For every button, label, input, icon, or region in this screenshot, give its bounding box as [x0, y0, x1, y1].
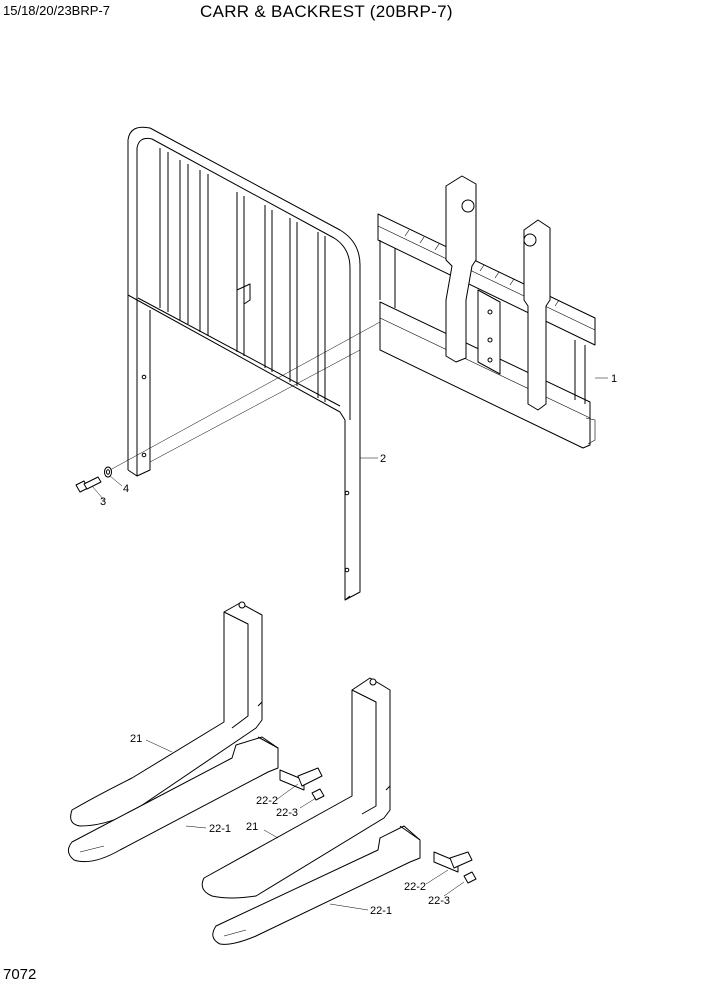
callout-1: 1	[611, 373, 617, 385]
model-code: 15/18/20/23BRP-7	[3, 3, 110, 18]
callout-22-2-b: 22-2	[404, 881, 426, 893]
pin-part-22-2-a	[279, 767, 323, 791]
reference-lines	[109, 321, 381, 471]
fork-extension-part-22-1-b	[212, 825, 421, 945]
bolt-part-3	[75, 476, 102, 493]
clip-part-22-3-b	[463, 871, 477, 884]
callout-21-b: 21	[246, 821, 258, 833]
washer-part-4	[104, 466, 112, 478]
pin-part-22-2-b	[433, 851, 473, 873]
clip-part-22-3-a	[311, 788, 325, 801]
callout-22-3-a: 22-3	[276, 807, 298, 819]
callout-21-a: 21	[130, 733, 142, 745]
callout-2: 2	[380, 453, 386, 465]
carriage-part-1	[377, 175, 596, 449]
callout-22-2-a: 22-2	[256, 795, 278, 807]
callout-22-1-b: 22-1	[370, 905, 392, 917]
backrest-part-2	[127, 126, 361, 601]
callout-3: 3	[100, 496, 106, 508]
callout-leaders	[91, 377, 608, 911]
page-title: CARR & BACKREST (20BRP-7)	[200, 2, 453, 21]
callout-22-3-b: 22-3	[428, 895, 450, 907]
callout-4: 4	[123, 483, 129, 495]
callout-22-1-a: 22-1	[209, 823, 231, 835]
fork-part-21-b	[201, 677, 391, 899]
fork-extension-part-22-1-a	[68, 736, 279, 863]
page-number: 7072	[3, 966, 37, 983]
